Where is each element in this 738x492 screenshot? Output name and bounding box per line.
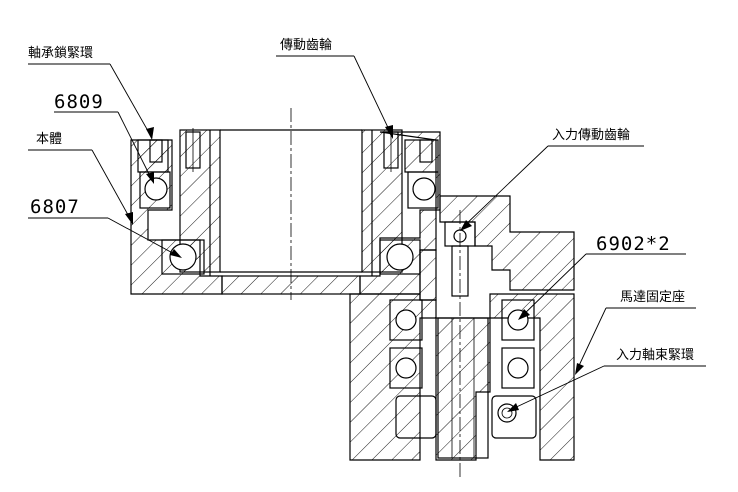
drive-gear <box>179 128 403 276</box>
label-text: 入力軸束緊環 <box>616 348 694 363</box>
label-input-shaft-lock-ring: 入力軸束緊環 <box>507 348 706 412</box>
label-text: 本體 <box>36 132 62 147</box>
label-text: 6902*2 <box>596 233 671 255</box>
label-body: 本體 <box>28 132 133 225</box>
label-6809: 6809 <box>54 91 154 184</box>
bearing-6807-left <box>161 239 205 275</box>
label-bearing-lock-ring: 軸承鎖緊環 <box>28 45 154 140</box>
label-text: 6807 <box>30 196 80 218</box>
lock-bolts <box>149 139 433 163</box>
bearing-6809-left <box>139 171 171 209</box>
label-6807: 6807 <box>28 196 182 258</box>
label-6902x2: 6902*2 <box>518 233 686 320</box>
label-text: 傳動齒輪 <box>280 37 332 53</box>
label-motor-mount: 馬達固定座 <box>575 290 696 375</box>
label-text: 馬達固定座 <box>620 290 685 305</box>
bearing-6809-right <box>407 171 439 209</box>
label-text: 6809 <box>54 91 104 113</box>
motor-mount <box>349 293 575 461</box>
bearing-6902-left <box>389 299 423 389</box>
label-input-drive-gear: 入力傳動齒輪 <box>460 127 644 231</box>
input-shaft <box>437 317 489 459</box>
label-drive-gear: 傳動齒輪 <box>276 37 393 139</box>
label-text: 軸承鎖緊環 <box>28 45 93 61</box>
label-text: 入力傳動齒輪 <box>552 127 630 143</box>
bearing-6807-right <box>379 239 421 275</box>
input-gear-housing <box>419 195 575 301</box>
